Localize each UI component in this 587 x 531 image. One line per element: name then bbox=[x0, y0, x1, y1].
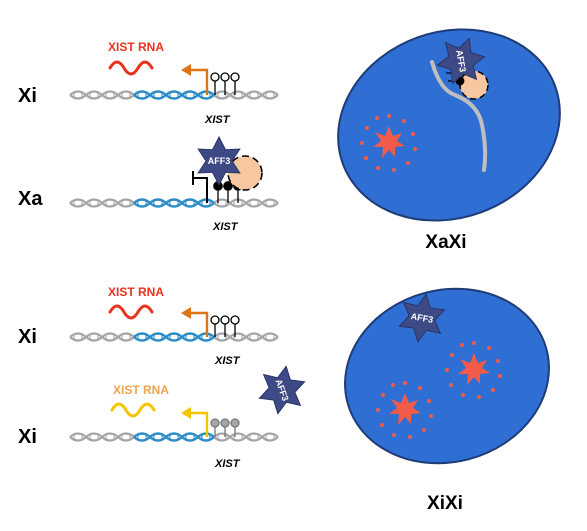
xist-rna-strand bbox=[108, 60, 154, 76]
xist-rna-focus bbox=[376, 381, 433, 439]
promoter-arrow bbox=[181, 407, 209, 437]
nucleus-xaxi bbox=[337, 28, 561, 222]
xist-rna-focus bbox=[445, 341, 502, 399]
nucleus-xixi bbox=[344, 287, 550, 465]
xist-rna-label: XIST RNA bbox=[108, 40, 164, 54]
xa-label: Xa bbox=[18, 188, 43, 210]
aff3-protein: AFF3 bbox=[197, 136, 241, 186]
dna-helix bbox=[68, 89, 280, 101]
aff3-label: AFF3 bbox=[410, 311, 434, 325]
unmethylated-cpg-sites bbox=[210, 315, 240, 337]
partner-protein bbox=[227, 155, 263, 191]
dna-helix bbox=[68, 197, 280, 209]
aff3-label: AFF3 bbox=[208, 156, 231, 166]
dna-helix bbox=[68, 331, 280, 343]
aff3-protein: AFF3 bbox=[396, 290, 448, 346]
xist-gene-label: XIST bbox=[214, 458, 241, 470]
aff3-protein-free: AFF3 bbox=[251, 361, 313, 419]
aff3-protein: AFF3 bbox=[433, 35, 489, 87]
xi-label: Xi bbox=[18, 326, 37, 348]
xa-chromosome bbox=[430, 60, 488, 172]
xist-gene-label: XIST bbox=[212, 221, 239, 233]
dna-helix bbox=[68, 431, 280, 443]
nucleus-label-xaxi: XaXi bbox=[425, 232, 466, 253]
aff3-label: AFF3 bbox=[454, 49, 468, 73]
xist-gene-label: XIST bbox=[214, 355, 241, 367]
repressed-promoter bbox=[192, 171, 208, 203]
xist-rna-label: XIST RNA bbox=[108, 285, 164, 299]
xi-label: Xi bbox=[18, 426, 37, 448]
xi-label-top: Xi bbox=[18, 85, 37, 107]
promoter-arrow bbox=[181, 64, 209, 95]
xist-rna-strand bbox=[110, 402, 156, 418]
xist-rna-focus bbox=[360, 114, 417, 172]
nucleus-label-xixi: XiXi bbox=[427, 493, 463, 514]
xist-rna-label: XIST RNA bbox=[113, 383, 169, 397]
partially-methylated-cpg-sites bbox=[210, 418, 240, 437]
unmethylated-cpg-sites bbox=[210, 72, 240, 95]
xist-rna-strand bbox=[108, 304, 154, 320]
promoter-arrow bbox=[181, 307, 209, 337]
xist-gene-label: XIST bbox=[204, 114, 231, 126]
